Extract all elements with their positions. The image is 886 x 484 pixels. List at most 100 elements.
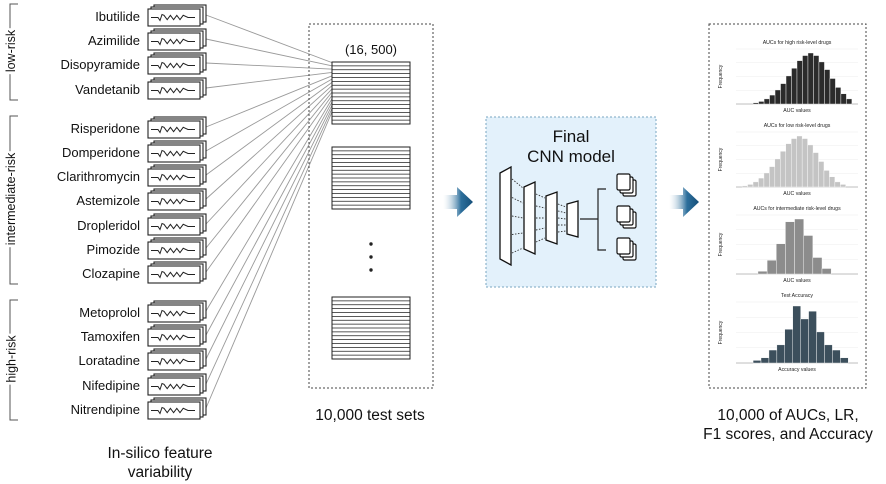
histogram-bar xyxy=(752,102,759,105)
connector-line xyxy=(205,84,334,200)
drug-label: Risperidone xyxy=(70,121,140,136)
drug-label: Tamoxifen xyxy=(80,329,140,344)
signal-trace xyxy=(151,333,195,342)
signal-trace xyxy=(151,173,195,182)
histogram-ylabel: Frequency xyxy=(718,232,724,256)
histogram-bar xyxy=(784,329,793,364)
output-card xyxy=(616,237,631,255)
signal-trace xyxy=(151,149,195,158)
drug-label: Astemizole xyxy=(76,193,140,208)
waveform-stack-icon xyxy=(147,324,207,347)
connector-line xyxy=(205,90,334,249)
signal-trace xyxy=(151,382,195,391)
histogram-bar xyxy=(785,75,792,105)
drug-label: Loratadine xyxy=(78,353,140,368)
risk-group-label: high-risk xyxy=(4,333,19,385)
sheet xyxy=(147,328,201,347)
histogram-bar xyxy=(821,268,832,275)
flow-arrow-icon xyxy=(669,187,699,217)
signal-trace xyxy=(151,125,195,134)
histogram-chart: AUCs for intermediate risk-level drugsAU… xyxy=(718,206,858,284)
histogram-bar xyxy=(758,177,765,188)
output-card xyxy=(616,173,631,191)
waveform-stack-icon xyxy=(147,397,207,420)
histogram-bar xyxy=(796,135,803,188)
drug-label: Domperidone xyxy=(61,145,140,160)
histogram-bar xyxy=(791,68,798,105)
flow-arrows xyxy=(443,187,699,217)
histogram-title: AUCs for low risk-level drugs xyxy=(764,123,831,129)
histogram-xlabel: Accuracy values xyxy=(778,367,816,373)
histogram-bar xyxy=(807,144,814,188)
sheet xyxy=(147,8,201,27)
histogram-bar xyxy=(801,138,808,188)
results-caption: 10,000 of AUCs, LR, F1 scores, and Accur… xyxy=(703,407,873,443)
drug-label: Dropleridol xyxy=(77,218,140,233)
waveform-stack-icon xyxy=(147,140,207,163)
cnn-output-stack-icon xyxy=(616,205,637,229)
waveform-stack-icon xyxy=(147,300,207,323)
drug-label: Azimilide xyxy=(87,33,140,48)
histogram-bar xyxy=(780,83,787,105)
histogram-bar xyxy=(758,101,765,105)
histogram-bar xyxy=(835,87,842,105)
cnn-connection xyxy=(511,197,524,204)
histogram-bar xyxy=(840,184,846,188)
cnn-connection xyxy=(511,232,524,235)
histogram-bar xyxy=(824,344,833,364)
drug-label: Vandetanib xyxy=(75,82,140,97)
cnn-layer-icon xyxy=(499,165,512,267)
cnn-connection xyxy=(557,210,567,214)
connector-lines xyxy=(205,14,334,409)
drug-label: Nifedipine xyxy=(82,378,140,393)
cnn-output-stack-icon xyxy=(616,237,637,261)
feature-caption: In-silico feature variability xyxy=(107,445,213,481)
histogram-bar xyxy=(792,305,801,364)
signal-trace xyxy=(151,270,195,279)
cnn-layer-icon xyxy=(523,180,536,256)
histogram-bar xyxy=(807,52,814,105)
histogram-bar xyxy=(785,221,795,275)
histogram-bar xyxy=(816,331,825,364)
histogram-bar xyxy=(763,98,770,105)
histogram-bar xyxy=(776,344,785,364)
signal-trace xyxy=(151,86,195,95)
histogram-bar xyxy=(747,184,754,188)
drug-label: Ibutilide xyxy=(95,9,140,24)
sheet xyxy=(147,217,201,236)
histogram-bar xyxy=(812,257,823,275)
matrix-shape-label: (16, 500) xyxy=(344,42,398,57)
histogram-bar xyxy=(769,94,776,105)
waveform-stack-icon xyxy=(147,116,207,139)
histogram-bar xyxy=(741,185,748,188)
waveform-stack-icon xyxy=(147,77,207,100)
cnn-output-stack-icon xyxy=(616,173,637,197)
histogram-bar xyxy=(840,93,847,105)
connector-line xyxy=(205,62,334,70)
histogram-bar xyxy=(829,78,836,105)
sheet xyxy=(147,32,201,51)
histogram-bar xyxy=(818,61,825,105)
sheet xyxy=(147,81,201,100)
connector-line xyxy=(205,96,334,312)
histogram-bar xyxy=(823,170,830,188)
connector-line xyxy=(205,78,334,152)
connector-line xyxy=(205,87,334,225)
drug-label: Clozapine xyxy=(82,266,140,281)
signal-trace xyxy=(151,357,195,366)
cnn-layer-icon xyxy=(566,200,579,238)
cnn-layer-icon xyxy=(545,191,558,245)
drug-label: Nitrendipine xyxy=(70,402,140,417)
connector-line xyxy=(205,99,334,336)
connector-line xyxy=(205,81,334,176)
histogram-bar xyxy=(846,98,853,105)
signal-trace xyxy=(151,61,195,70)
drug-label: Disopyramide xyxy=(60,57,140,72)
signal-trace xyxy=(151,13,195,22)
test-set-matrix xyxy=(331,146,411,210)
risk-group-label: low-risk xyxy=(4,27,19,75)
histogram-xlabel: AUC values xyxy=(783,278,811,284)
drug-label: Metoprolol xyxy=(79,305,140,320)
